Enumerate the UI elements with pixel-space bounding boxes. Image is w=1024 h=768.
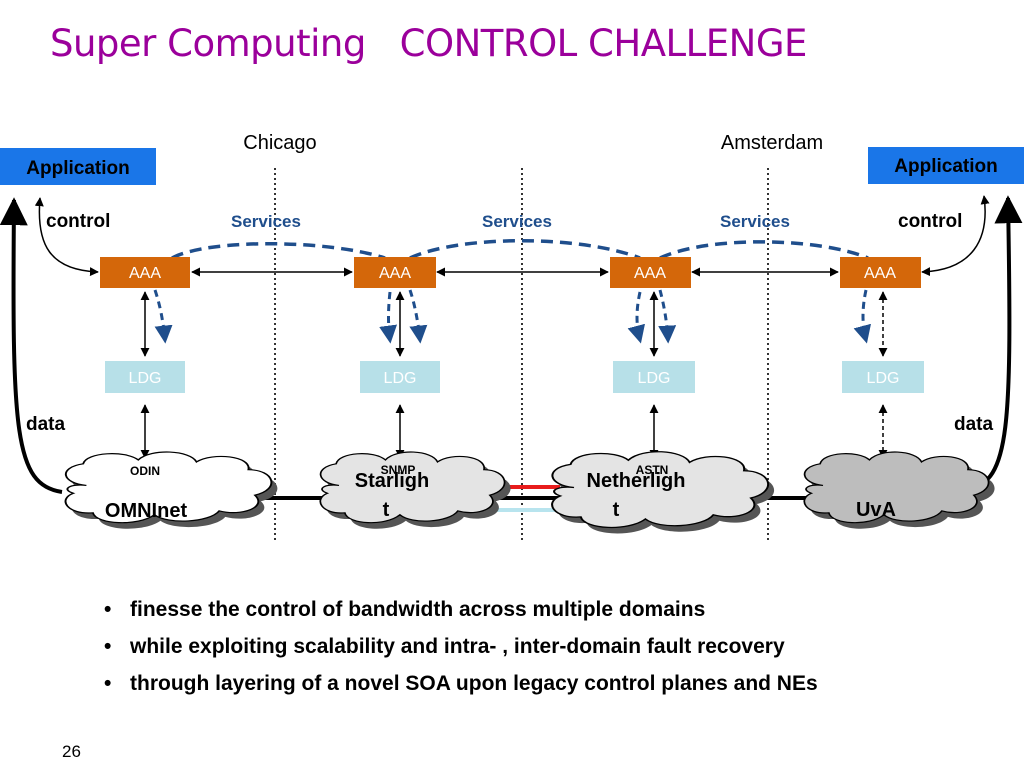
- bullet-item: finesse the control of bandwidth across …: [100, 596, 960, 623]
- cloud-label-starlight-2: t: [383, 499, 390, 521]
- ldg-label: LDG: [384, 370, 417, 387]
- cloud-label-netherlight: Netherligh: [587, 470, 686, 492]
- data-arrow-left: [0, 197, 63, 494]
- control-label-right: control: [898, 211, 962, 232]
- data-arrow-right: [967, 195, 1023, 492]
- ldg-label: LDG: [638, 370, 671, 387]
- cloud-label-omninet: OMNInet: [105, 500, 188, 522]
- plane-label-odin: ODIN: [130, 464, 160, 478]
- application-label-right: Application: [894, 156, 997, 177]
- aaa-box: [100, 257, 190, 288]
- cloud-label-starlight: Starligh: [355, 470, 429, 492]
- control-arrow-left: [34, 197, 99, 277]
- application-box-left: [0, 148, 156, 185]
- cloud-label-netherlight-2: t: [613, 499, 620, 521]
- service-down-arrow: [408, 289, 428, 344]
- ldg-box: [360, 361, 440, 393]
- service-down-arrow: [379, 291, 398, 344]
- aaa-label: AAA: [864, 265, 896, 282]
- services-label: Services: [720, 212, 790, 231]
- ldg-label: LDG: [867, 370, 900, 387]
- city-amsterdam: Amsterdam: [721, 132, 823, 154]
- services-dashed-arc: [659, 240, 869, 260]
- ldg-box: [842, 361, 924, 393]
- plane-label-snmp: SNMP: [381, 463, 416, 477]
- services-dashed-arc: [171, 242, 386, 260]
- services-label: Services: [231, 212, 301, 231]
- aaa-box: [840, 257, 921, 288]
- service-down-arrow: [853, 289, 871, 344]
- aaa-box: [354, 257, 436, 288]
- data-label-left: data: [26, 414, 66, 435]
- plane-label-astn: ASTN: [636, 463, 669, 477]
- slide-title: Super Computing CONTROL CHALLENGE: [50, 22, 807, 65]
- city-chicago: Chicago: [243, 132, 316, 154]
- cloud-uva: [803, 451, 990, 524]
- service-down-arrow: [658, 289, 677, 344]
- service-down-arrow: [153, 289, 173, 344]
- aaa-label: AAA: [379, 265, 411, 282]
- application-label-left: Application: [26, 158, 129, 179]
- ldg-box: [613, 361, 695, 393]
- control-label-left: control: [46, 211, 110, 232]
- aaa-label: AAA: [129, 265, 161, 282]
- cloud-label-uva: UvA: [856, 499, 896, 521]
- aaa-label: AAA: [634, 265, 666, 282]
- control-arrow-right: [921, 195, 990, 277]
- aaa-box: [610, 257, 691, 288]
- bullet-item: through layering of a novel SOA upon leg…: [100, 670, 960, 697]
- bullet-item: while exploiting scalability and intra- …: [100, 633, 960, 660]
- page-number: 26: [62, 742, 81, 761]
- ldg-label: LDG: [129, 370, 162, 387]
- application-box-right: [868, 147, 1024, 184]
- data-label-right: data: [954, 414, 994, 435]
- ldg-box: [105, 361, 185, 393]
- network-diagram: Chicago Amsterdam Application Applicatio…: [0, 132, 1024, 540]
- services-dashed-arc: [409, 239, 641, 260]
- services-label: Services: [482, 212, 552, 231]
- bullet-list: finesse the control of bandwidth across …: [100, 596, 960, 707]
- service-down-arrow: [627, 291, 645, 344]
